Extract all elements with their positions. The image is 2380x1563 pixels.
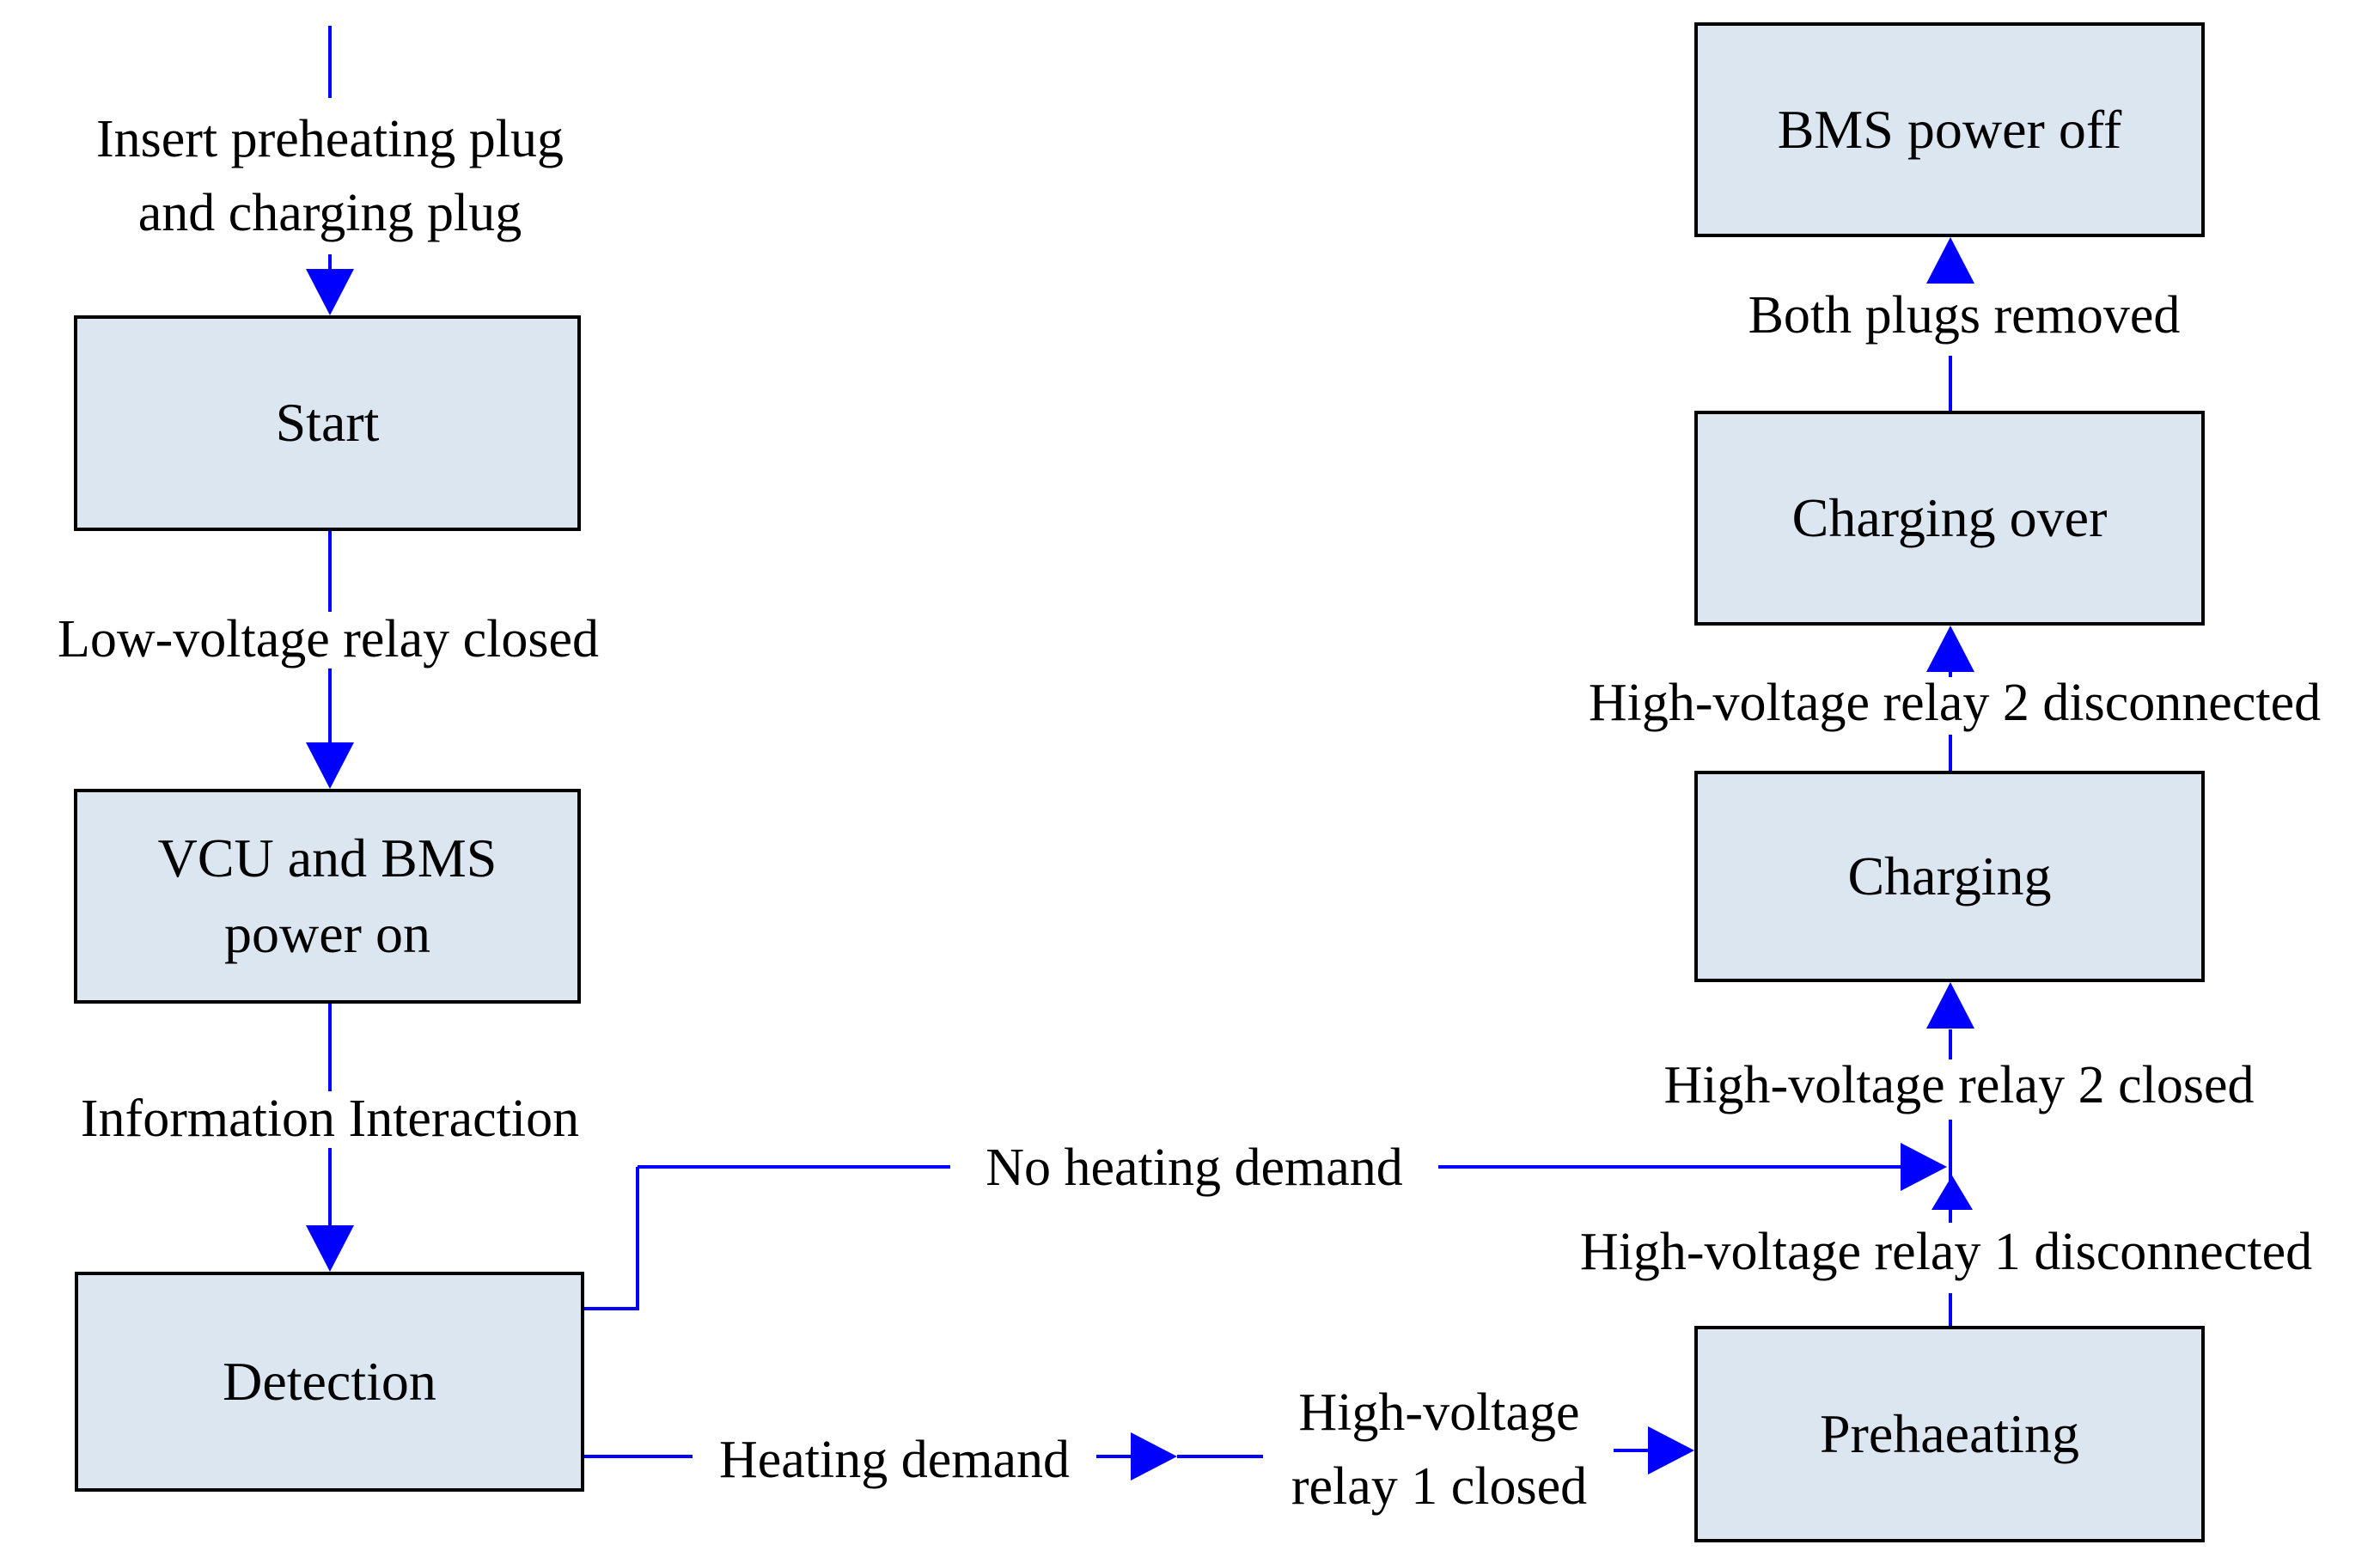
line-charging-over-up — [1949, 356, 1952, 411]
edge-label-hv-relay2-closed: High-voltage relay 2 closed — [1663, 1056, 2255, 1115]
node-preheating: Prehaeating — [1694, 1326, 2205, 1542]
arrowhead-down-into-vcu-icon — [306, 742, 354, 789]
line-information-to-detection — [328, 1148, 332, 1225]
edge-label-low-voltage-closed: Low-voltage relay closed — [57, 610, 600, 669]
line-heating-mid-b — [1177, 1455, 1263, 1458]
node-vcu-bms-power-on: VCU and BMS power on — [74, 789, 581, 1004]
node-preheating-label: Prehaeating — [1819, 1402, 2080, 1464]
line-preheating-up — [1949, 1293, 1952, 1326]
line-charging-up — [1949, 735, 1952, 771]
arrowhead-down-into-detection-icon — [306, 1225, 354, 1272]
line-into-charging — [1949, 1029, 1952, 1059]
line-no-heating-left — [638, 1165, 950, 1169]
arrowhead-down-into-start-icon — [306, 269, 354, 315]
edge-label-heating-demand: Heating demand — [718, 1431, 1071, 1490]
edge-label-hv-relay1-closed: High-voltage relay 1 closed — [1291, 1383, 1588, 1516]
node-charging-over-label: Charging over — [1791, 486, 2108, 548]
node-start-label: Start — [275, 392, 380, 454]
arrowhead-up-junction-icon — [1931, 1175, 1973, 1210]
line-junction-riser — [1949, 1120, 1952, 1223]
line-vcu-to-information — [328, 1004, 332, 1091]
arrowhead-up-into-charging-over-icon — [1926, 626, 1974, 672]
arrowhead-right-heating-icon — [1131, 1432, 1177, 1481]
line-heating-from-detection — [584, 1455, 693, 1458]
line-start-to-low-voltage — [328, 531, 332, 612]
edge-label-no-heating-demand: No heating demand — [986, 1139, 1403, 1198]
node-charging-label: Charging — [1847, 845, 2052, 907]
node-vcu-bms-label: VCU and BMS power on — [157, 827, 497, 964]
line-no-heating-riser — [636, 1167, 639, 1310]
node-start: Start — [74, 315, 581, 531]
top-entry-line — [328, 26, 332, 98]
node-detection: Detection — [75, 1272, 584, 1492]
arrowhead-up-into-bms-off-icon — [1926, 237, 1974, 284]
edge-label-insert-plugs: Insert preheating plug and charging plug — [95, 110, 564, 242]
line-into-charging-over — [1949, 670, 1952, 677]
line-low-voltage-to-vcu — [328, 669, 332, 742]
arrowhead-right-into-preheating-icon — [1648, 1426, 1694, 1474]
line-heating-mid-a — [1096, 1455, 1131, 1458]
line-insert-to-start — [328, 254, 332, 269]
line-no-heating-right — [1438, 1165, 1933, 1169]
node-charging-over: Charging over — [1694, 411, 2205, 626]
edge-label-information-interaction: Information Interaction — [80, 1090, 580, 1149]
node-detection-label: Detection — [223, 1350, 436, 1412]
edge-label-hv-relay1-disconnected: High-voltage relay 1 disconnected — [1579, 1223, 2313, 1282]
node-bms-power-off: BMS power off — [1694, 22, 2205, 237]
edge-label-both-plugs-removed: Both plugs removed — [1748, 286, 2181, 345]
edge-label-hv-relay2-disconnected: High-voltage relay 2 disconnected — [1588, 674, 2322, 733]
line-heating-into-preheating — [1614, 1449, 1650, 1452]
node-bms-power-off-label: BMS power off — [1777, 98, 2122, 160]
arrowhead-up-into-charging-icon — [1926, 982, 1974, 1029]
line-detection-exit-stub — [584, 1307, 639, 1310]
node-charging: Charging — [1694, 771, 2205, 982]
